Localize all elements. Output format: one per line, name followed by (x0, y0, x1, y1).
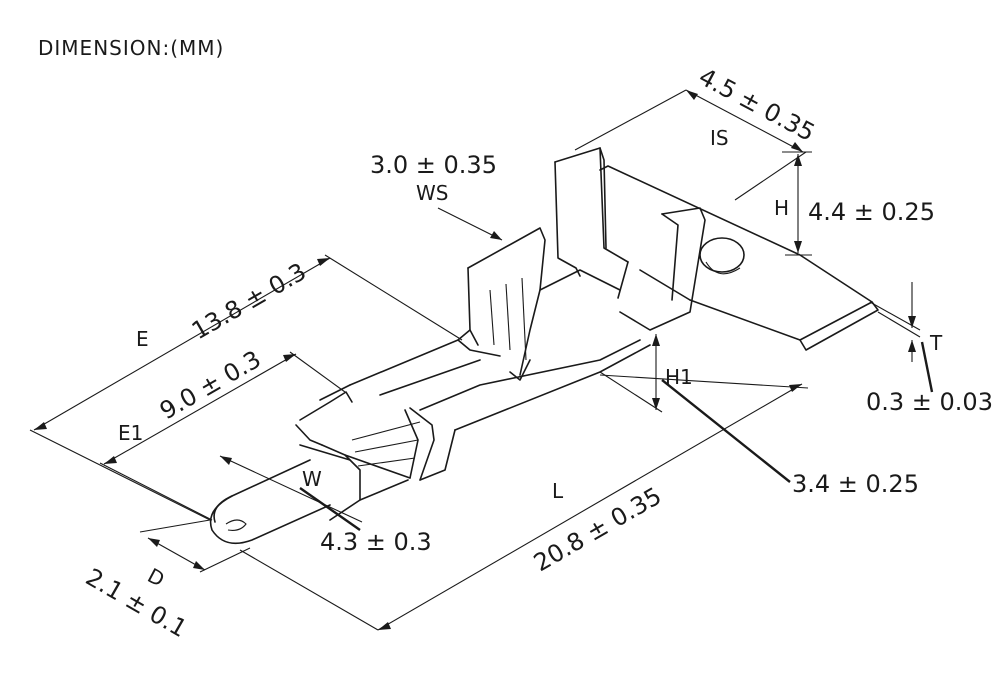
dimension-ws-leader (437, 207, 503, 241)
dimension-d-symbol: D (144, 563, 169, 591)
dimension-e-symbol: E (136, 327, 149, 351)
dimension-e-value: 13.8 ± 0.3 (187, 257, 311, 345)
dimension-h1-value: 3.4 ± 0.25 (792, 470, 919, 498)
dimension-d-lines (139, 519, 251, 573)
dimension-e1-lines (99, 351, 346, 521)
dimension-e1-value: 9.0 ± 0.3 (155, 345, 266, 425)
dimension-h1-symbol: H1 (665, 365, 693, 389)
dimension-t-symbol: T (929, 331, 943, 355)
dimension-d-value: 2.1 ± 0.1 (81, 563, 192, 643)
page-title: DIMENSION:(MM) (38, 36, 224, 60)
dimension-w-value: 4.3 ± 0.3 (320, 528, 432, 556)
dimension-l-lines (239, 374, 809, 631)
dimension-t-lines (869, 282, 934, 393)
dimension-h1-lines (599, 334, 791, 483)
dimension-is-lines (574, 89, 807, 201)
dimension-h-lines (782, 151, 812, 256)
dimension-w-lines (219, 455, 363, 531)
dimension-ws-symbol: WS (416, 181, 448, 205)
dimension-e1-symbol: E1 (118, 421, 143, 445)
dimension-w-symbol: W (302, 467, 322, 491)
dimension-is-symbol: IS (710, 126, 729, 150)
dimension-l-symbol: L (552, 479, 564, 503)
dimension-h-value: 4.4 ± 0.25 (808, 198, 935, 226)
dimension-ws-value: 3.0 ± 0.35 (370, 151, 497, 179)
dimension-e-lines (29, 254, 463, 521)
dimension-l-value: 20.8 ± 0.35 (529, 482, 666, 577)
dimension-h-symbol: H (774, 196, 789, 220)
tab-hole (699, 237, 745, 273)
dimension-t-value: 0.3 ± 0.03 (866, 388, 993, 416)
